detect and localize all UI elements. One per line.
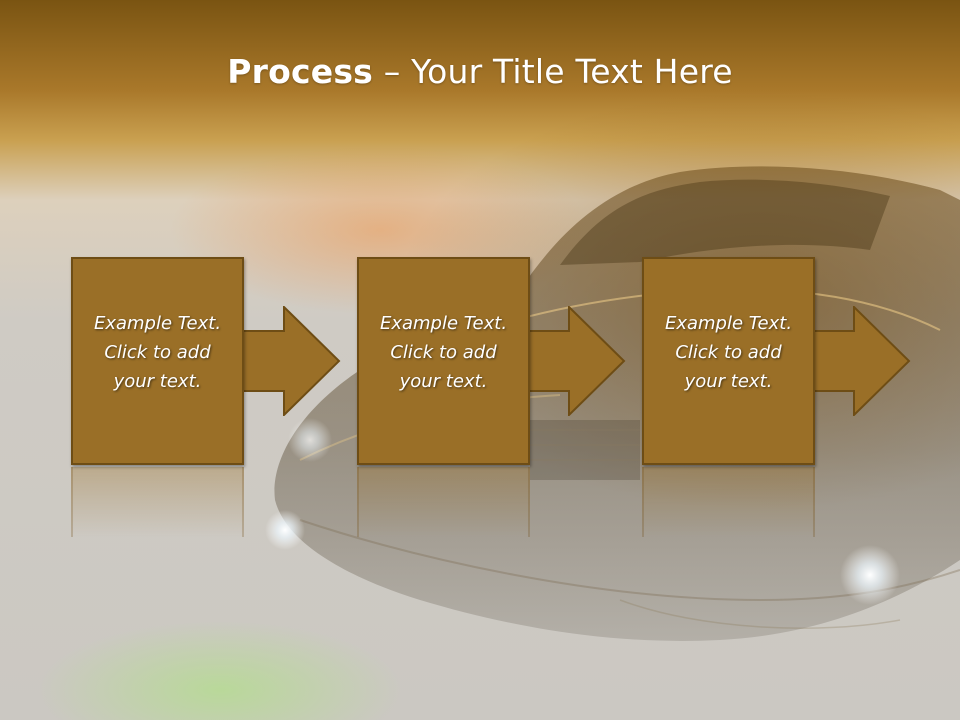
right-arrow-icon xyxy=(527,306,626,416)
title-bar: Process – Your Title Text Here xyxy=(0,0,960,150)
slide-title[interactable]: Process – Your Title Text Here xyxy=(0,52,960,91)
right-arrow-icon xyxy=(242,306,341,416)
step-3[interactable]: Example Text. Click to add your text. xyxy=(642,257,815,465)
right-arrow-icon xyxy=(812,306,911,416)
step-3-line-2: Click to add xyxy=(675,342,782,363)
step-2-line-3: your text. xyxy=(399,371,488,392)
step-1-box xyxy=(71,257,244,465)
title-rest: – Your Title Text Here xyxy=(373,52,733,91)
step-1[interactable]: Example Text. Click to add your text. xyxy=(71,257,244,465)
step-2[interactable]: Example Text. Click to add your text. xyxy=(357,257,530,465)
step-2-line-2: Click to add xyxy=(390,342,497,363)
step-3-box xyxy=(642,257,815,465)
step-1-text[interactable]: Example Text. Click to add your text. xyxy=(71,309,244,396)
step-1-line-3: your text. xyxy=(113,371,202,392)
step-2-reflection xyxy=(357,467,530,537)
step-3-line-1: Example Text. xyxy=(664,313,793,334)
step-3-line-3: your text. xyxy=(684,371,773,392)
step-1-line-1: Example Text. xyxy=(93,313,222,334)
step-2-line-1: Example Text. xyxy=(379,313,508,334)
step-1-reflection xyxy=(71,467,244,537)
title-bold: Process xyxy=(227,52,374,91)
step-3-reflection xyxy=(642,467,815,537)
step-2-text[interactable]: Example Text. Click to add your text. xyxy=(357,309,530,396)
step-1-line-2: Click to add xyxy=(104,342,211,363)
step-2-box xyxy=(357,257,530,465)
step-3-text[interactable]: Example Text. Click to add your text. xyxy=(642,309,815,396)
